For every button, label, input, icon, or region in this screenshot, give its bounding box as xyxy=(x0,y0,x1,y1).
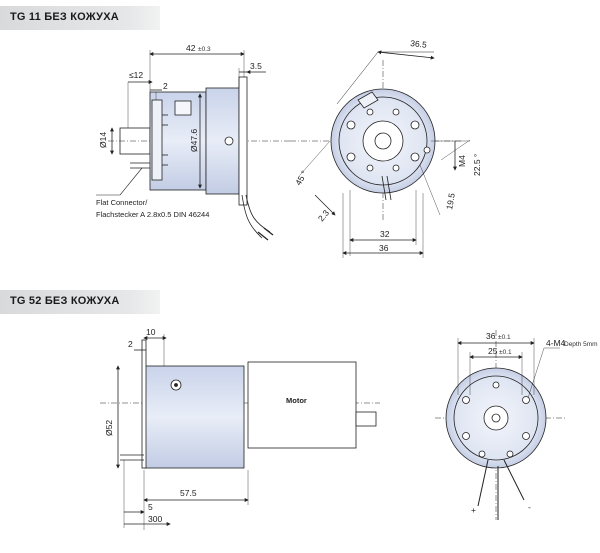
dim-4-m4: 4-M4 xyxy=(546,338,566,348)
section-title-tg11: TG 11 БЕЗ КОЖУХА xyxy=(10,11,119,23)
dim-42-tol: ±0.3 xyxy=(198,46,211,53)
dim-19-5: 19.5 xyxy=(444,192,457,210)
dim-le-12: ≤12 xyxy=(129,70,143,80)
dim-m4-depth: Depth 5mm xyxy=(564,341,598,348)
dim-25: 25 xyxy=(488,346,498,356)
dim-36: 36 xyxy=(379,243,389,253)
tg11-front-view xyxy=(290,50,471,258)
section-header-tg52: TG 52 БЕЗ КОЖУХА xyxy=(0,290,160,314)
dim-36-5: 36.5 xyxy=(410,38,428,50)
tg52-side-labels: 10 2 Ø52 Motor 57.5 5 300 xyxy=(104,327,307,524)
label-minus: - xyxy=(528,502,531,512)
tg52-front-labels: 36 ±0.1 25 ±0.1 4-M4 Depth 5mm + - xyxy=(471,331,598,515)
dim-36b: 36 xyxy=(486,331,496,341)
label-plus: + xyxy=(471,505,476,515)
dim-32: 32 xyxy=(380,229,390,239)
dim-2b: 2 xyxy=(128,339,133,349)
dim-m4: M4 xyxy=(457,155,467,167)
dim-10: 10 xyxy=(146,327,156,337)
dim-14: Ø14 xyxy=(98,132,108,148)
tg11-side-view xyxy=(96,50,290,241)
tg52-side-view xyxy=(100,334,380,530)
dim-25-tol: ±0.1 xyxy=(499,349,512,356)
dim-2: 2 xyxy=(163,81,168,91)
dim-5: 5 xyxy=(148,502,153,512)
label-motor: Motor xyxy=(286,396,307,405)
tg11-side-labels: 42 ±0.3 3.5 ≤12 2 Ø14 Ø47.6 Flat Connect… xyxy=(96,43,262,219)
label-flat-connector: Flat Connector/ xyxy=(96,198,148,207)
dim-300: 300 xyxy=(148,514,162,524)
dim-42: 42 xyxy=(186,43,196,53)
section-header-tg11: TG 11 БЕЗ КОЖУХА xyxy=(0,6,160,30)
dim-36b-tol: ±0.1 xyxy=(498,334,511,341)
tg52-front-view xyxy=(435,330,565,520)
section-title-tg52: TG 52 БЕЗ КОЖУХА xyxy=(10,295,120,307)
dim-52: Ø52 xyxy=(104,420,114,436)
dim-57-5: 57.5 xyxy=(180,488,197,498)
dim-45: 45 ° xyxy=(293,169,309,187)
dim-47-6: Ø47.6 xyxy=(189,129,199,152)
label-flachstecker: Flachstecker A 2.8x0.5 DIN 46244 xyxy=(96,210,209,219)
dim-22-5: 22.5 ° xyxy=(472,154,482,176)
dim-3-5: 3.5 xyxy=(250,61,262,71)
dim-2-3: 2.3 xyxy=(316,208,331,224)
